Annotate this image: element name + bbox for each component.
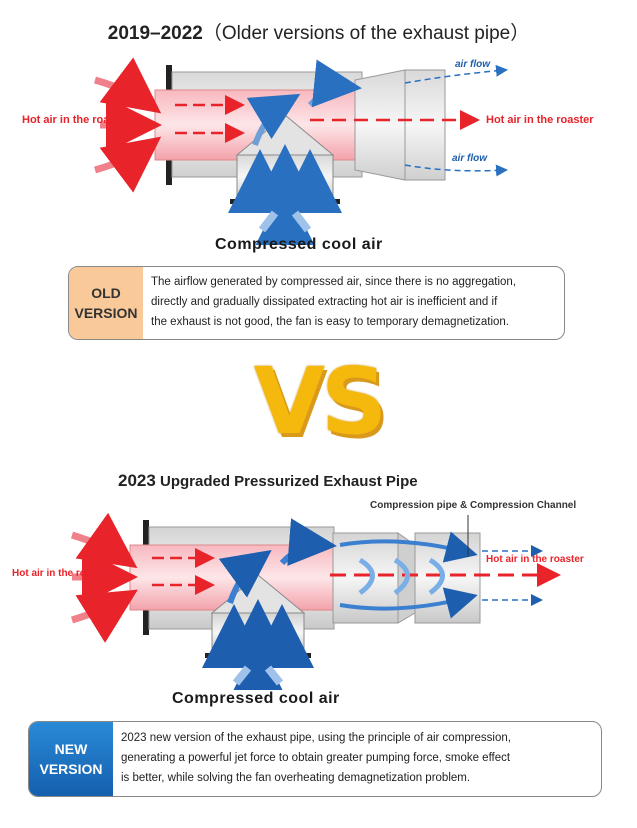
new-cool-air-right (264, 665, 284, 686)
old-blue-jet-2 (307, 59, 362, 108)
old-outlet (404, 69, 446, 181)
new-title: 2023 Upgraded Pressurized Exhaust Pipe (118, 471, 418, 491)
old-compressed-label: Compressed cool air (215, 236, 383, 253)
old-cool-air-right (291, 210, 312, 233)
old-version-tag: OLD VERSION (69, 267, 143, 339)
new-blue-swirl-2 (393, 557, 410, 596)
old-outlet-cone (354, 69, 406, 181)
new-blue-flow-bottom (339, 587, 478, 619)
new-version-tag: NEW VERSION (29, 722, 113, 796)
old-tag-line1: OLD (91, 285, 121, 301)
old-title: 2019–2022（Older versions of the exhaust … (0, 18, 637, 45)
old-air-flow-bottom-label: air flow (452, 153, 488, 164)
new-blue-swirl-1 (358, 557, 375, 596)
old-tag-line2: VERSION (74, 305, 138, 321)
old-title-rest: （Older versions of the exhaust pipe） (202, 23, 530, 44)
old-hot-in-bottom (94, 136, 162, 193)
old-description: The airflow generated by compressed air,… (151, 272, 516, 332)
new-blue-swirl-3 (428, 557, 445, 596)
old-desc-line1: The airflow generated by compressed air,… (151, 276, 517, 288)
old-description-box: OLD VERSION The airflow generated by com… (68, 266, 565, 340)
old-diagram (94, 57, 508, 245)
new-title-rest: Upgraded Pressurized Exhaust Pipe (160, 473, 418, 490)
new-description-box: NEW VERSION 2023 new version of the exha… (28, 721, 602, 797)
new-blue-flow-top (339, 531, 478, 563)
new-blue-jet-2 (279, 518, 337, 567)
new-hot-in-bottom (70, 589, 138, 643)
old-blue-jet-1 (246, 93, 301, 146)
new-tag-line2: VERSION (39, 761, 103, 777)
compression-label: Compression pipe & Compression Channel (370, 500, 577, 511)
new-description: 2023 new version of the exhaust pipe, us… (121, 728, 511, 788)
new-desc-line3: is better, while solving the fan overhea… (121, 772, 471, 784)
new-compressed-label: Compressed cool air (172, 690, 340, 707)
new-desc-line1: 2023 new version of the exhaust pipe, us… (121, 732, 511, 744)
new-tag-line1: NEW (54, 741, 88, 757)
new-cool-air-left (232, 665, 252, 686)
new-hot-air-left-label: Hot air in the roaster (12, 568, 110, 579)
new-nozzle-base (205, 653, 311, 658)
old-desc-line2: directly and gradually dissipated extrac… (151, 296, 498, 308)
old-desc-line3: the exhaust is not good, the fan is easy… (151, 316, 509, 328)
old-hot-air-left-label: Hot air in the roaster (22, 114, 130, 126)
new-desc-line2: generating a powerful jet force to obtai… (121, 752, 511, 764)
old-nozzle-base (230, 199, 340, 204)
old-hot-in-top (94, 57, 162, 114)
new-hot-air-right-label: Hot air in the roaster (486, 554, 584, 565)
old-title-years: 2019–2022 (107, 23, 203, 44)
vs-label: VS (253, 348, 387, 455)
new-diagram (70, 512, 561, 690)
old-cool-air-left (258, 210, 279, 233)
new-blue-jet-1 (218, 549, 272, 604)
new-title-years: 2023 (118, 471, 156, 490)
new-hot-in-top (70, 512, 138, 569)
old-hot-air-right-label: Hot air in the roaster (486, 114, 594, 126)
old-air-flow-top-label: air flow (455, 59, 491, 70)
